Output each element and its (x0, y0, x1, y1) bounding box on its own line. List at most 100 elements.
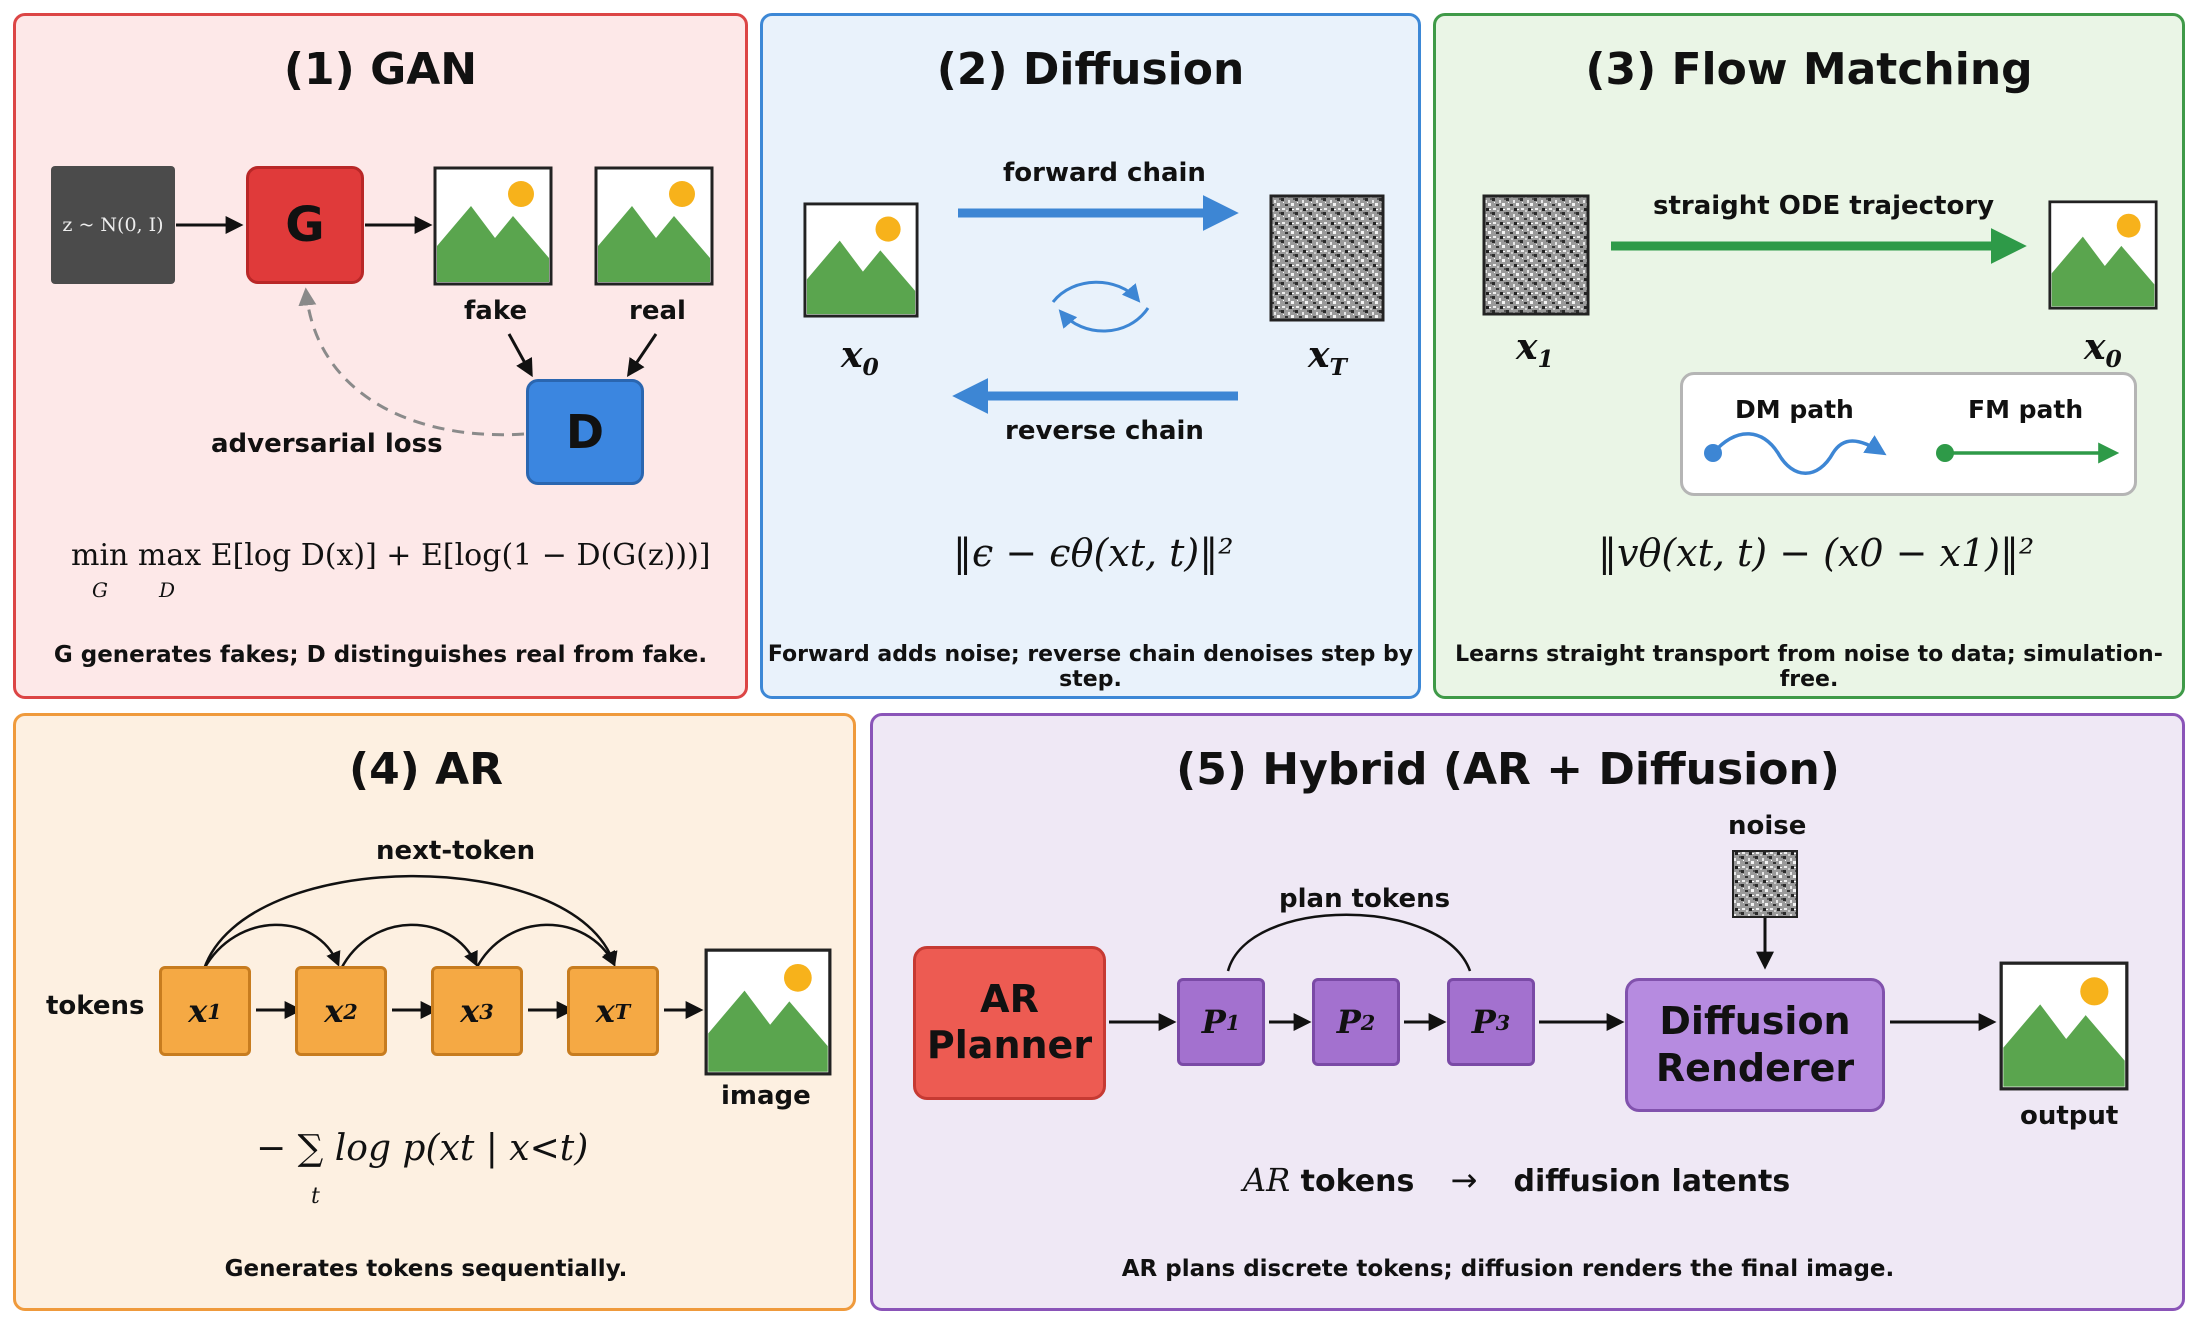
plan-token-sub: 3 (1495, 1009, 1511, 1035)
gan-objective-text: min max E[log D(x)] + E[log(1 − D(G(z)))… (71, 538, 711, 573)
plan-token-main: P (1336, 1003, 1361, 1041)
x0-label: x0 (841, 334, 879, 381)
dm-path-label: DM path (1735, 395, 1854, 424)
flow-latents-text: diffusion latents (1513, 1164, 1791, 1199)
discriminator-label: D (565, 405, 605, 459)
reverse-chain-label: reverse chain (1005, 416, 1204, 446)
flow-arrow-glyph: → (1450, 1161, 1478, 1199)
ar-loss-subscript: t (311, 1184, 320, 1209)
legend-paths (1704, 432, 2120, 475)
token-main: x (188, 992, 208, 1030)
plan-tokens-label: plan tokens (1279, 884, 1451, 914)
diffusion-loss: ‖ϵ − ϵθ(xt, t)‖² (953, 531, 1234, 575)
x0-main: x (841, 334, 863, 376)
gan-title: (1) GAN (283, 44, 478, 95)
gan-objective-subscript-g: G (92, 578, 108, 602)
flow-matching-loss: ‖vθ(xt, t) − (x0 − x1)‖² (1598, 531, 2035, 575)
real-image-icon (594, 166, 714, 286)
latent-noise-box: z ~ N(0, I) (51, 166, 175, 284)
latent-noise-label: z ~ N(0, I) (62, 214, 164, 236)
hybrid-title: (5) Hybrid (AR + Diffusion) (1176, 744, 1840, 795)
gan-caption: G generates fakes; D distinguishes real … (53, 642, 708, 668)
next-token-label: next-token (376, 836, 536, 866)
x1-sub: 1 (1537, 345, 1554, 374)
x0-flow-main: x (2084, 326, 2106, 368)
noise-image-icon (1271, 196, 1383, 320)
output-label: output (2020, 1101, 2119, 1131)
x1-main: x (1516, 326, 1538, 368)
xT-label: xT (1308, 334, 1347, 381)
diffusion-caption: Forward adds noise; reverse chain denois… (767, 642, 1414, 692)
generator-label: G (285, 197, 325, 253)
xT-sub: T (1329, 353, 1347, 382)
xT-main: x (1308, 334, 1330, 376)
ar-output-image-icon (704, 948, 832, 1076)
x0-sub: 0 (862, 353, 879, 382)
forward-chain-label: forward chain (1003, 158, 1206, 188)
diffusion-panel: (2) Diffusion forward chain reverse chai… (760, 13, 1421, 699)
plan-token-main: P (1201, 1003, 1226, 1041)
flow-matching-title: (3) Flow Matching (1585, 44, 2033, 95)
discriminator-box: D (526, 379, 644, 485)
fake-label: fake (464, 296, 528, 326)
plan-token-main: P (1471, 1003, 1496, 1041)
ar-planner-box: AR Planner (913, 946, 1106, 1100)
x0-flow-sub: 0 (2105, 345, 2122, 374)
diffusion-title: (2) Diffusion (936, 44, 1245, 95)
gan-objective-subscript-d: D (159, 578, 176, 602)
flow-arrows (1482, 194, 2027, 316)
ar-planner-line2: Planner (926, 1023, 1093, 1067)
flow-ar-italic: AR (1243, 1161, 1291, 1199)
plan-token-sub: 2 (1360, 1009, 1376, 1035)
hybrid-arrows (1109, 850, 1997, 1031)
path-legend: DM path FM path (1680, 372, 2137, 496)
fake-image-icon (433, 166, 553, 286)
ar-planner-line1: AR (980, 977, 1039, 1022)
flow-tokens-text: tokens (1290, 1164, 1415, 1199)
ode-trajectory-label: straight ODE trajectory (1653, 191, 1995, 221)
flow-matching-caption: Learns straight transport from noise to … (1455, 642, 2163, 692)
ar-title: (4) AR (348, 744, 504, 795)
plan-token-sub: 1 (1225, 1009, 1241, 1035)
ar-image-label: image (721, 1081, 811, 1111)
token-sub: 3 (479, 998, 494, 1024)
token-main: x (324, 992, 344, 1030)
gan-objective: min max E[log D(x)] + E[log(1 − D(G(z)))… (71, 538, 711, 573)
gan-arrows (176, 216, 658, 437)
adversarial-loss-label: adversarial loss (211, 429, 443, 459)
noise-label: noise (1728, 811, 1807, 841)
real-label: real (629, 296, 686, 326)
ar-arrows (202, 874, 704, 1019)
hybrid-flow-line: AR tokens → diffusion latents (1243, 1161, 1790, 1199)
generator-box: G (246, 166, 364, 284)
tokens-label: tokens (46, 991, 145, 1021)
token-sub: 2 (343, 998, 358, 1024)
ar-loss: − ∑ log p(xt | x<t) (256, 1128, 589, 1169)
hybrid-caption: AR plans discrete tokens; diffusion rend… (1121, 1256, 1895, 1282)
hybrid-output-image-icon (1999, 961, 2129, 1091)
hybrid-panel: (5) Hybrid (AR + Diffusion) AR Planner p… (870, 713, 2185, 1311)
token-sub: 1 (207, 998, 222, 1024)
diffusion-renderer-box: Diffusion Renderer (1625, 978, 1885, 1112)
token-main: x (595, 992, 615, 1030)
diffusion-arrows (952, 194, 1385, 414)
renderer-line1: Diffusion (1659, 998, 1851, 1043)
data-image-icon (2048, 200, 2158, 310)
x1-label: x1 (1516, 326, 1554, 373)
noise-sample-icon (1484, 196, 1588, 314)
renderer-line2: Renderer (1655, 1046, 1855, 1090)
token-main: x (460, 992, 480, 1030)
fm-path-label: FM path (1968, 395, 2084, 424)
ar-caption: Generates tokens sequentially. (224, 1256, 628, 1282)
token-sub: T (614, 998, 631, 1024)
gan-panel: (1) GAN z ~ N(0, I) G fake real D advers… (13, 13, 748, 699)
flow-matching-panel: (3) Flow Matching straight ODE trajector… (1433, 13, 2185, 699)
